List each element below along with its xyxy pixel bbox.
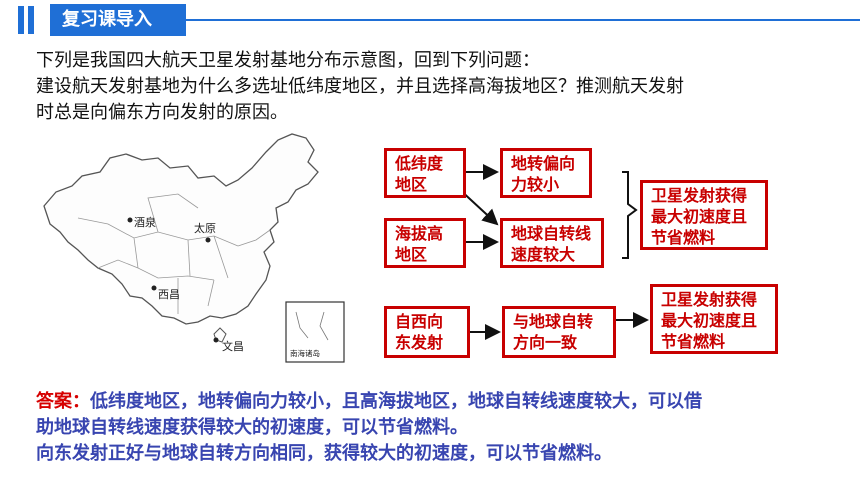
question-line-3: 时总是向偏东方向发射的原因。 <box>36 102 288 123</box>
site-taiyuan-dot <box>205 237 211 243</box>
site-label-taiyuan: 太原 <box>194 222 216 235</box>
slide-title: 复习课导入 <box>50 4 186 36</box>
site-jiuquan-dot <box>127 217 133 223</box>
answer-line-2: 助地球自转线速度获得较大的初速度，可以节省燃料。 <box>36 417 468 438</box>
box-west-to-east: 自西向 东发射 <box>384 306 470 358</box>
box-result-1: 卫星发射获得 最大初速度且 节省燃料 <box>640 180 768 250</box>
site-label-wenchang: 文昌 <box>222 339 244 353</box>
site-label-jiuquan: 酒泉 <box>134 215 156 229</box>
box-result-2: 卫星发射获得 最大初速度且 节省燃料 <box>650 284 778 354</box>
china-launch-sites-map: 酒泉 太原 西昌 文昌 南海诸岛 <box>43 133 345 363</box>
answer-label: 答案： <box>36 391 90 412</box>
header-accent-bar <box>18 6 24 34</box>
box-low-latitude: 低纬度 地区 <box>384 148 466 198</box>
site-wenchang-dot <box>213 337 219 343</box>
site-xichang-dot <box>151 285 157 291</box>
question-line-2: 建设航天发射基地为什么多选址低纬度地区，并且选择高海拔地区？推测航天发射 <box>36 76 684 97</box>
inset-label: 南海诸岛 <box>290 348 320 358</box>
slide-header: 复习课导入 <box>0 0 860 40</box>
header-divider <box>186 19 860 21</box>
inset-dashed-line <box>295 311 329 341</box>
header-accent-bar <box>28 6 34 34</box>
china-outline <box>43 133 319 325</box>
box-deflection-force: 地转偏向 力较小 <box>500 148 592 198</box>
province-borders <box>77 193 271 314</box>
site-label-xichang: 西昌 <box>158 288 180 301</box>
question-line-1: 下列是我国四大航天卫星发射基地分布示意图，回到下列问题： <box>36 50 540 71</box>
answer-line-1: 答案：低纬度地区，地转偏向力较小，且高海拔地区，地球自转线速度较大，可以借 <box>36 391 702 412</box>
box-same-direction: 与地球自转 方向一致 <box>502 306 616 358</box>
brace-result1 <box>622 171 638 259</box>
answer-line-3: 向东发射正好与地球自转方向相同，获得较大的初速度，可以节省燃料。 <box>36 443 612 464</box>
box-rotation-speed: 地球自转线 速度较大 <box>500 218 604 268</box>
box-high-altitude: 海拔高 地区 <box>384 218 466 268</box>
south-sea-inset <box>285 301 345 363</box>
